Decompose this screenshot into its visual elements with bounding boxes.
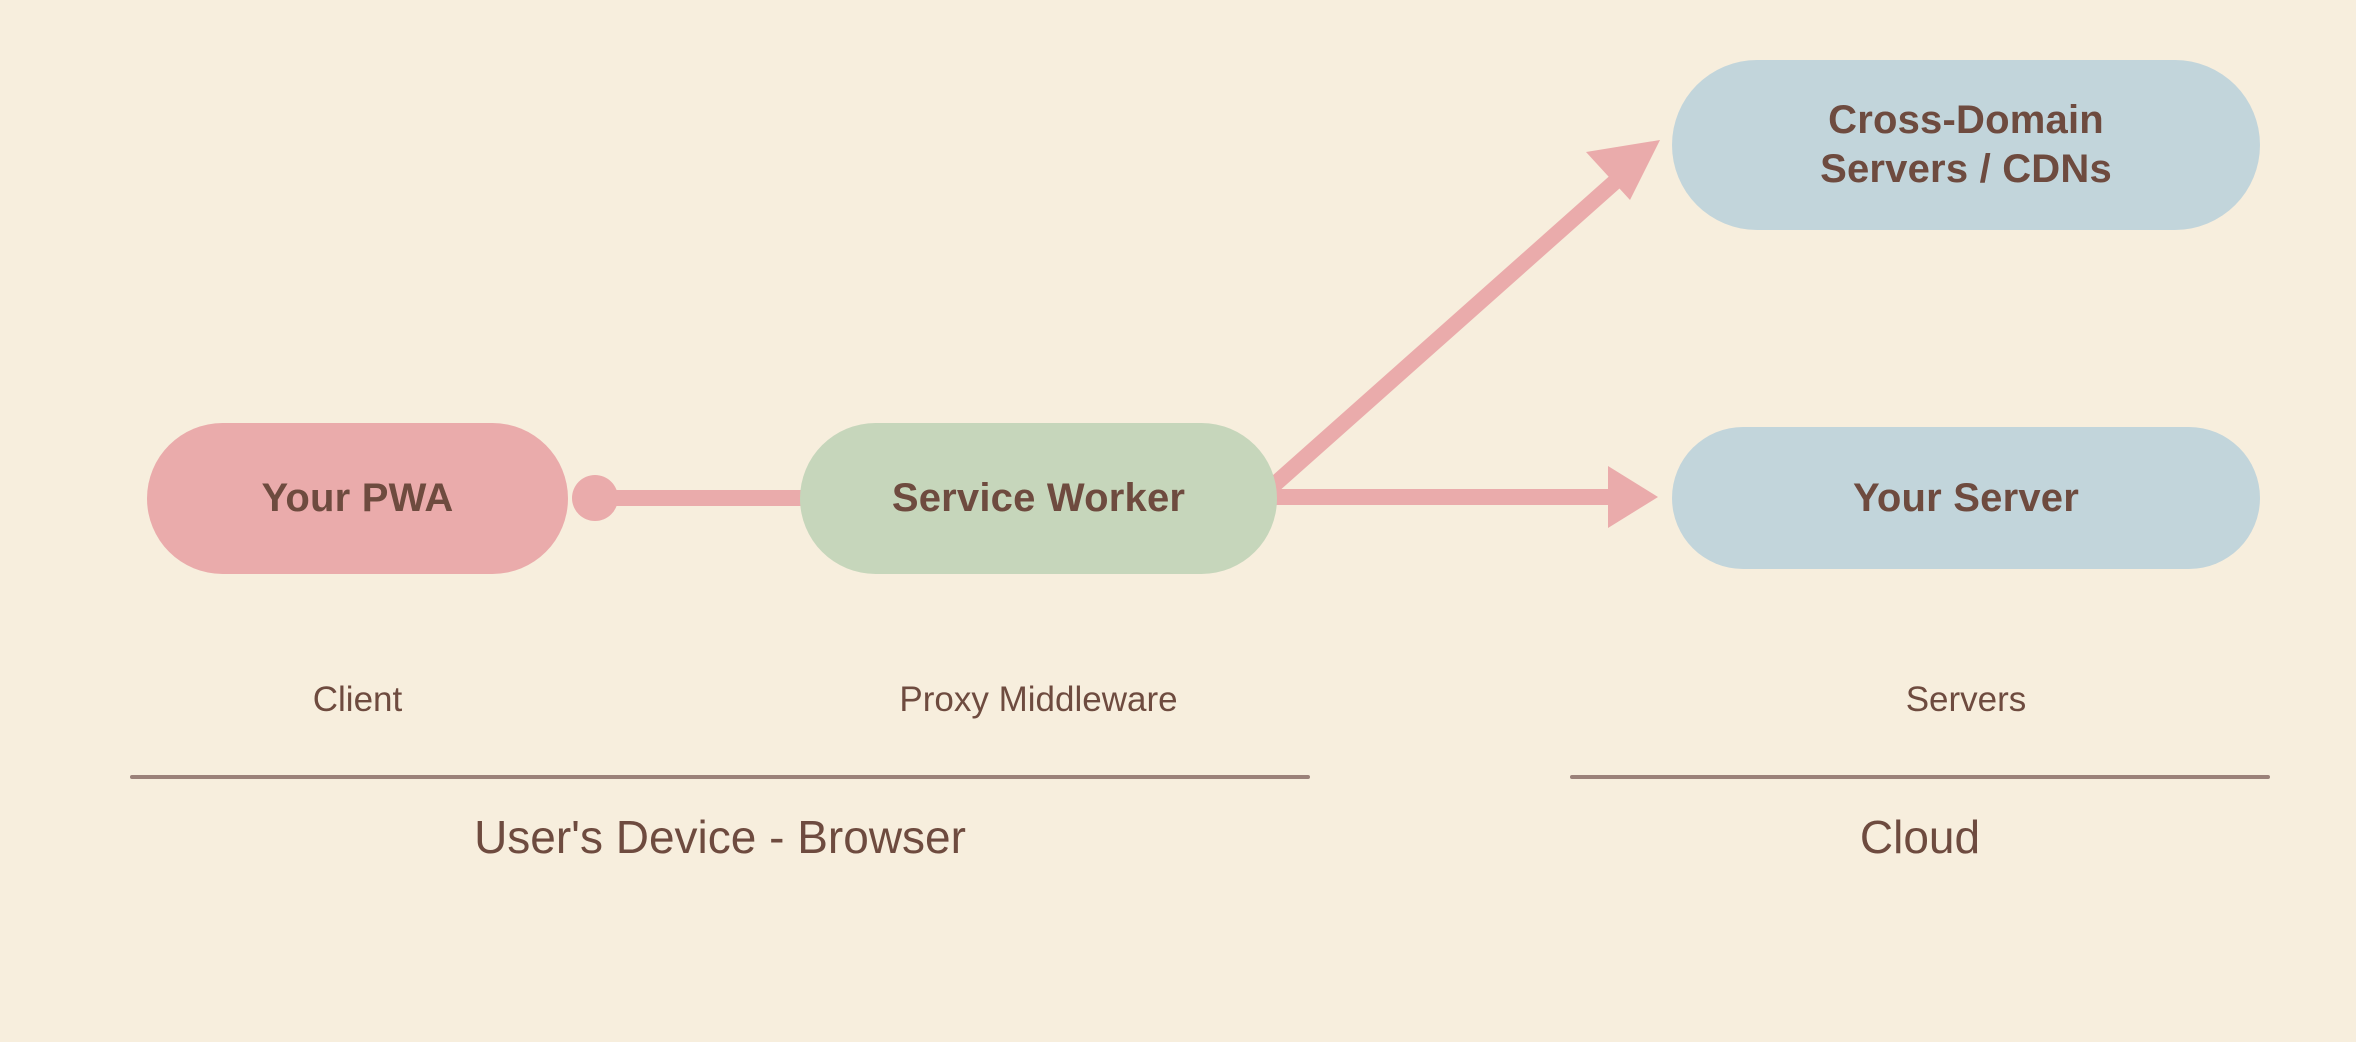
node-your-pwa[interactable]: Your PWA: [147, 423, 568, 574]
node-cross-domain-label: Cross-Domain Servers / CDNs: [1820, 96, 2112, 194]
connector-dot-icon: [572, 475, 618, 521]
arrow-shaft-sw-cross: [1260, 166, 1632, 498]
edge-service-worker-to-cross-domain: [1260, 140, 1660, 498]
node-your-server[interactable]: Your Server: [1672, 427, 2260, 569]
node-cross-domain-label-line1: Cross-Domain: [1828, 98, 2104, 143]
node-cross-domain-servers[interactable]: Cross-Domain Servers / CDNs: [1672, 60, 2260, 230]
arrowhead-icon-sw-server: [1608, 466, 1658, 528]
zone-label-proxy-middleware: Proxy Middleware: [899, 680, 1178, 719]
node-your-server-label: Your Server: [1852, 475, 2079, 520]
node-service-worker[interactable]: Service Worker: [800, 423, 1277, 574]
divider-cloud: [1570, 775, 2270, 779]
node-your-pwa-label: Your PWA: [261, 476, 454, 520]
node-cross-domain-label-line2: Servers / CDNs: [1820, 147, 2112, 191]
node-service-worker-label: Service Worker: [891, 476, 1186, 520]
edge-pwa-to-service-worker: [572, 475, 812, 521]
group-label-cloud: Cloud: [1859, 811, 1981, 863]
arrowhead-icon-sw-cross: [1586, 140, 1660, 200]
divider-browser: [130, 775, 1310, 779]
zone-label-servers: Servers: [1905, 680, 2027, 719]
group-label-browser: User's Device - Browser: [474, 811, 966, 863]
zone-label-client: Client: [312, 680, 403, 719]
edge-service-worker-to-your-server: [1272, 466, 1658, 528]
